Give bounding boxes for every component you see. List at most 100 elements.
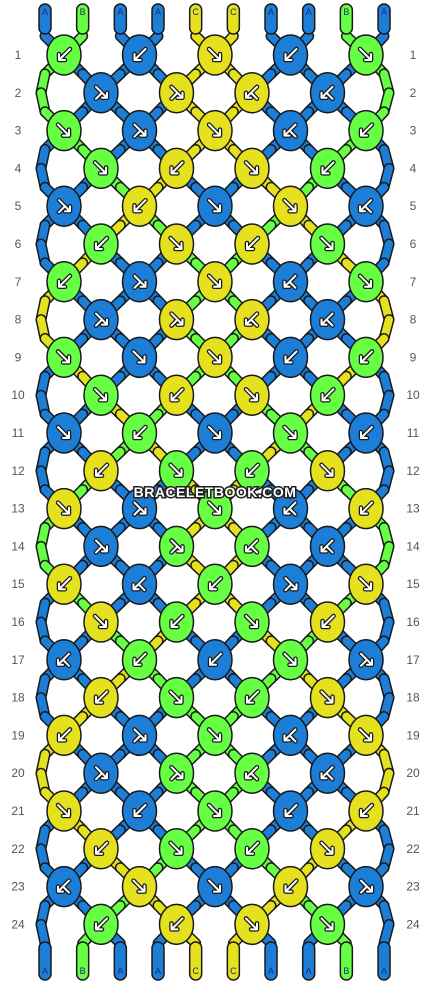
knot-arrow-icon — [320, 312, 334, 327]
row-label-right: 14 — [406, 539, 420, 553]
knot-arrow-icon — [360, 350, 373, 364]
row-label-right: 19 — [406, 728, 420, 742]
row-label-right: 10 — [406, 388, 420, 402]
knot-arrow-icon — [320, 539, 334, 554]
row-label-right: 9 — [410, 350, 417, 364]
strand-top-label: C — [192, 7, 199, 17]
knot-arrow-icon — [245, 312, 258, 327]
knot — [121, 412, 158, 454]
row-label-left: 13 — [11, 502, 25, 516]
knot — [348, 185, 384, 227]
knot — [234, 374, 270, 416]
knot — [46, 639, 82, 681]
strand-bottom-label: A — [268, 966, 274, 976]
knot-arrow-icon — [95, 237, 108, 250]
row-label-left: 20 — [11, 766, 25, 780]
knot-arrow-icon — [359, 728, 372, 742]
knot-arrow-icon — [283, 426, 297, 439]
knot — [83, 298, 119, 341]
strand-bottom — [226, 941, 241, 981]
knot — [309, 525, 346, 568]
row-label-left: 9 — [15, 350, 22, 364]
knot-arrow-icon — [359, 48, 372, 61]
strand-bottom — [301, 941, 316, 981]
strand-bottom — [151, 941, 165, 981]
knot-arrow-icon — [57, 426, 70, 439]
row-label-right: 5 — [410, 199, 417, 213]
knot-arrow-icon — [170, 161, 184, 175]
row-label-left: 11 — [12, 426, 25, 440]
knot — [121, 714, 158, 757]
knot — [272, 185, 309, 227]
strand-top — [151, 3, 165, 35]
knot — [309, 223, 346, 265]
knot — [197, 261, 233, 303]
knot — [272, 790, 309, 832]
knot — [309, 450, 346, 492]
knot — [197, 563, 233, 605]
thread-segment — [37, 920, 49, 948]
row-label-left: 5 — [15, 199, 22, 213]
knot — [46, 261, 82, 303]
knot — [158, 72, 195, 114]
knot-arrow-icon — [360, 123, 373, 137]
row-label-right: 17 — [406, 653, 420, 667]
knot-arrow-icon — [320, 690, 334, 704]
knot-arrow-icon — [360, 879, 373, 894]
knot-arrow-icon — [133, 501, 147, 516]
row-label-left: 1 — [15, 48, 22, 62]
row-label-right: 1 — [410, 48, 417, 62]
knot-arrow-icon — [170, 766, 184, 781]
knot-arrow-icon — [170, 312, 184, 327]
knot-arrow-icon — [58, 728, 71, 742]
row-label-left: 6 — [15, 237, 22, 251]
strand-top-label: A — [155, 7, 161, 17]
knot — [234, 298, 270, 341]
knot-arrow-icon — [95, 841, 108, 855]
knot — [348, 639, 384, 681]
knot — [46, 336, 82, 379]
knot — [83, 752, 119, 794]
knot-arrow-icon — [170, 917, 184, 931]
knot-arrow-icon — [320, 766, 334, 781]
knot — [348, 109, 384, 152]
strand-bottom-label: A — [117, 966, 123, 976]
knot — [46, 487, 82, 530]
knot — [234, 450, 270, 492]
strand-top — [38, 3, 52, 35]
knot-arrow-icon — [284, 879, 298, 893]
knot — [234, 903, 270, 946]
knot — [272, 563, 309, 605]
knot-arrow-icon — [95, 690, 108, 704]
row-label-left: 4 — [15, 161, 22, 175]
knot-arrow-icon — [58, 48, 71, 61]
knot — [83, 374, 119, 416]
knot-arrow-icon — [283, 274, 297, 289]
knot — [121, 487, 158, 530]
row-label-left: 24 — [11, 917, 25, 931]
knot-arrow-icon — [169, 237, 183, 250]
knot — [83, 450, 119, 492]
knot-arrow-icon — [208, 48, 221, 61]
knot-arrow-icon — [208, 199, 221, 213]
knot — [46, 563, 82, 605]
knot — [348, 336, 384, 379]
row-label-left: 7 — [15, 275, 22, 289]
knot — [272, 261, 309, 303]
knot-arrow-icon — [320, 85, 334, 100]
knot-arrow-icon — [169, 463, 183, 477]
knot — [83, 903, 119, 946]
knot — [234, 147, 270, 190]
knot — [309, 828, 346, 870]
knot — [197, 865, 233, 908]
knot-arrow-icon — [132, 350, 146, 364]
knot-arrow-icon — [169, 841, 183, 855]
knot — [46, 109, 82, 152]
strand-top — [301, 3, 316, 35]
knot — [348, 412, 384, 454]
row-label-left: 10 — [11, 388, 25, 402]
knot-arrow-icon — [320, 463, 334, 477]
row-label-left: 16 — [11, 615, 25, 629]
knot — [121, 639, 158, 681]
